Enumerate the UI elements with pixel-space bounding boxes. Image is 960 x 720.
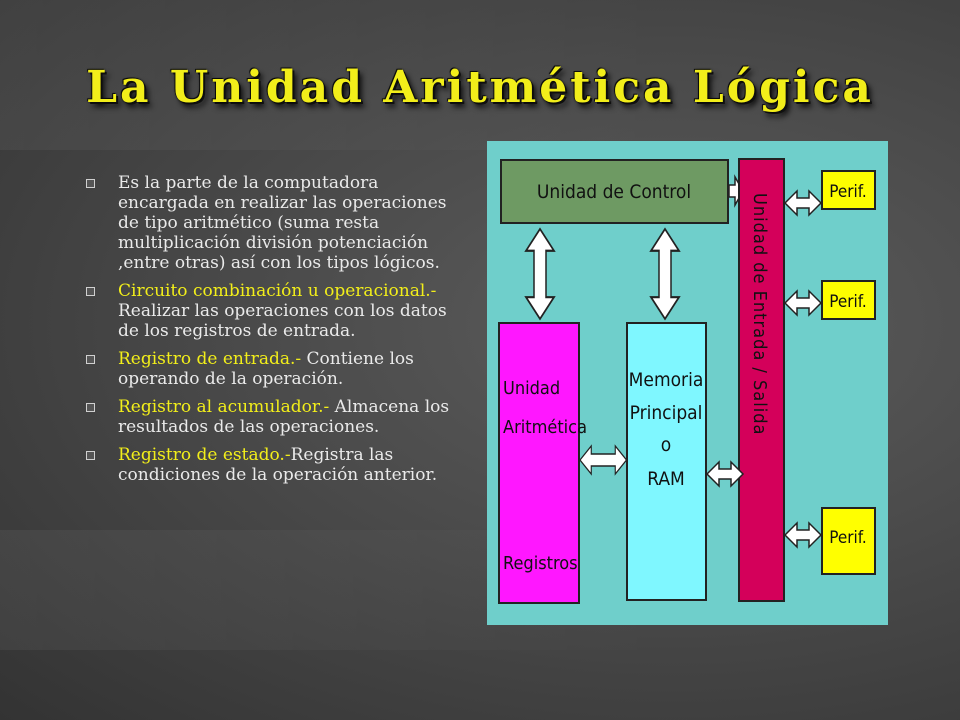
bullet-item: Registro de estado.-Registra las condici… <box>82 445 467 485</box>
memory-label-line4: RAM <box>647 468 685 490</box>
peripheral-label-3: Perif. <box>829 528 867 548</box>
bullet-text: Contiene los operando de la operación. <box>118 349 414 389</box>
peripheral-label-1: Perif. <box>829 182 867 202</box>
bullet-item: Circuito combinación u operacional.- Rea… <box>82 281 467 341</box>
bullet-text: Almacena los resultados de las operacion… <box>118 397 450 437</box>
square-bullet-icon <box>86 287 95 296</box>
control-unit-label: Unidad de Control <box>537 181 691 203</box>
bullet-text: Realizar las operaciones con los datos d… <box>118 301 447 341</box>
slide-title: La Unidad Aritmética Lógica <box>86 62 874 113</box>
bullet-highlight: Registro de estado.- <box>118 445 291 465</box>
memory-box <box>626 322 707 601</box>
computer-architecture-diagram: Unidad de Control Unidad de Entrada / Sa… <box>487 141 888 625</box>
peripheral-box-3 <box>821 507 876 575</box>
memory-label-line3: o <box>661 434 671 456</box>
bullet-text: Es la parte de la computadora encargada … <box>118 173 447 273</box>
alu-box <box>498 322 580 604</box>
bullet-highlight: Registro de entrada.- <box>118 349 302 369</box>
square-bullet-icon <box>86 179 95 188</box>
bullet-list: Es la parte de la computadora encargada … <box>82 173 467 493</box>
bullet-item: Registro al acumulador.- Almacena los re… <box>82 397 467 437</box>
alu-registers-label: Registros <box>503 553 578 574</box>
memory-label-line2: Principal <box>630 402 703 424</box>
alu-label-line1: Unidad <box>503 378 560 399</box>
bullet-item: Registro de entrada.- Contiene los opera… <box>82 349 467 389</box>
io-unit-label: Unidad de Entrada / Salida <box>749 193 770 435</box>
peripheral-label-2: Perif. <box>829 292 867 312</box>
io-unit-box <box>738 158 785 602</box>
square-bullet-icon <box>86 403 95 412</box>
control-unit-box <box>500 159 729 224</box>
memory-label-line1: Memoria <box>629 369 704 391</box>
square-bullet-icon <box>86 355 95 364</box>
peripheral-box-2 <box>821 280 876 320</box>
bullet-text: Registra las condiciones de la operación… <box>118 445 438 485</box>
peripheral-box-1 <box>821 170 876 210</box>
alu-label-line2: Aritmética <box>503 417 587 438</box>
square-bullet-icon <box>86 451 95 460</box>
bullet-highlight: Circuito combinación u operacional.- <box>118 281 437 301</box>
bullet-highlight: Registro al acumulador.- <box>118 397 330 417</box>
bullet-item: Es la parte de la computadora encargada … <box>82 173 467 273</box>
background-band-top <box>0 0 960 150</box>
